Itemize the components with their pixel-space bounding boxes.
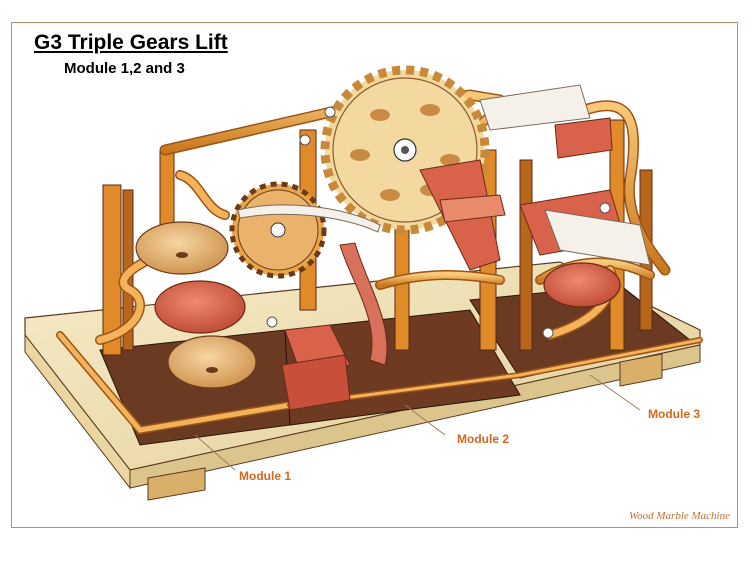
callout-leaders [194,374,641,471]
funnel-bowls [135,221,621,389]
drawing-frame [11,22,738,528]
marbles [266,106,611,339]
callout-module-3: Module 3 [648,407,701,421]
signature: Wood Marble Machine [628,510,730,522]
small-gear [229,181,327,279]
callout-module-2: Module 2 [457,432,510,446]
white-plates [237,84,651,266]
drawing-subtitle: Module 1,2 and 3 [64,60,185,77]
drawing-title: G3 Triple Gears Lift [34,31,228,54]
callout-module-1: Module 1 [239,469,292,483]
